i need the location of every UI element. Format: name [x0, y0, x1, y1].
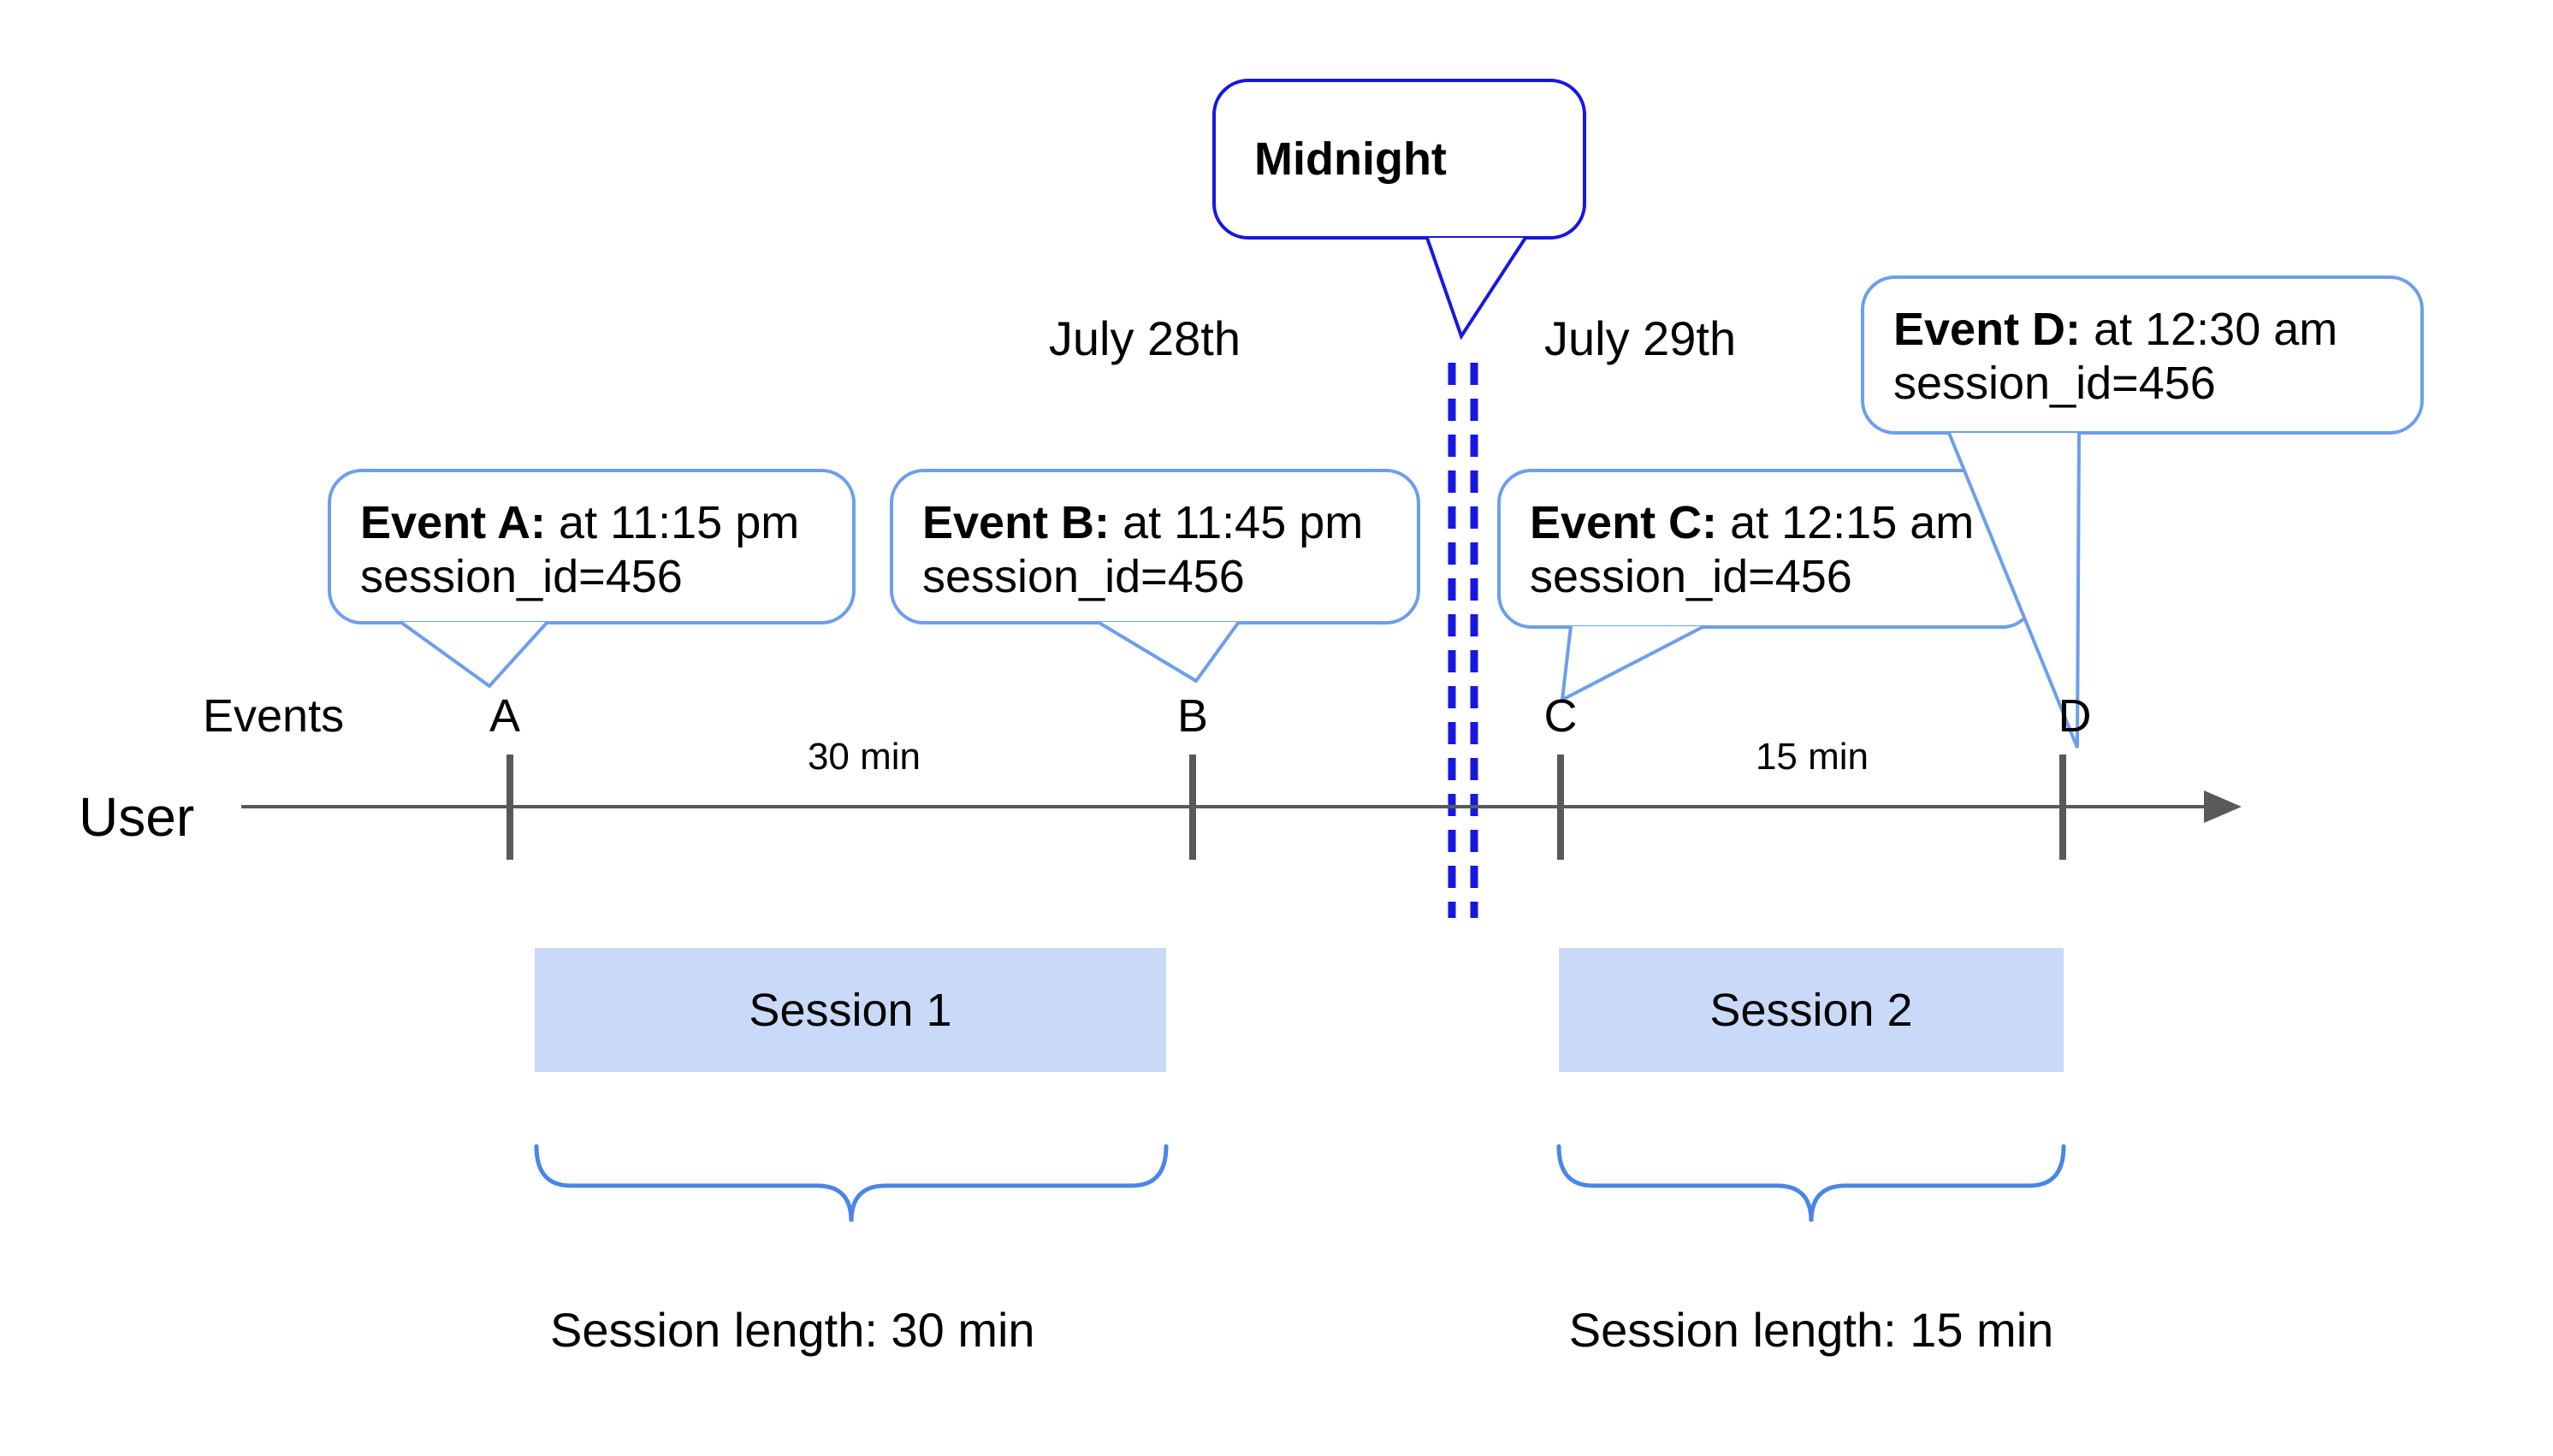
- event-a-session-id: session_id=456: [360, 551, 683, 602]
- event-bubble-b-tail: [1096, 620, 1241, 684]
- session-2-length-label: Session length: 15 min: [1568, 1303, 2054, 1357]
- event-a-time: at 11:15 pm: [559, 497, 800, 548]
- event-d-title: Event D:: [1893, 304, 2082, 355]
- user-axis-label: User: [79, 786, 195, 848]
- event-bubble-b: Event B: at 11:45 pm session_id=456: [890, 469, 1420, 624]
- event-b-title: Event B:: [922, 497, 1111, 548]
- session-2-brace: [1556, 1144, 2066, 1222]
- session-1-length-label: Session length: 30 min: [550, 1303, 1035, 1357]
- event-b-time: at 11:45 pm: [1122, 497, 1364, 548]
- event-bubble-b-text: Event B: at 11:45 pm session_id=456: [893, 472, 1417, 604]
- event-letter-d: D: [2058, 690, 2092, 742]
- event-b-session-id: session_id=456: [922, 551, 1245, 602]
- event-bubble-d: Event D: at 12:30 am session_id=456: [1861, 275, 2424, 435]
- session-2-box: Session 2: [1559, 948, 2064, 1072]
- event-c-time: at 12:15 am: [1730, 497, 1975, 548]
- interval-15min-label: 15 min: [1755, 736, 1869, 778]
- event-bubble-c: Event C: at 12:15 am session_id=456: [1497, 469, 2036, 629]
- event-bubble-a-tail: [399, 620, 549, 689]
- session-2-label: Session 2: [1709, 984, 1913, 1036]
- midnight-label: Midnight: [1254, 133, 1447, 185]
- event-c-session-id: session_id=456: [1530, 551, 1852, 602]
- event-bubble-c-text: Event C: at 12:15 am session_id=456: [1501, 472, 2033, 604]
- event-d-time: at 12:30 am: [2094, 304, 2338, 355]
- date-july-28: July 28th: [1048, 311, 1241, 365]
- event-letter-b: B: [1176, 690, 1209, 742]
- event-bubble-d-text: Event D: at 12:30 am session_id=456: [1864, 279, 2420, 411]
- session-1-box: Session 1: [535, 948, 1166, 1072]
- midnight-callout-tail: [1425, 236, 1527, 340]
- event-bubble-a: Event A: at 11:15 pm session_id=456: [328, 469, 856, 624]
- event-a-title: Event A:: [360, 497, 547, 548]
- event-c-title: Event C:: [1530, 497, 1718, 548]
- event-letter-c: C: [1543, 690, 1578, 742]
- interval-30min-label: 30 min: [807, 736, 921, 778]
- date-july-29: July 29th: [1544, 311, 1737, 365]
- session-1-brace: [534, 1144, 1169, 1222]
- events-axis-label: Events: [203, 690, 345, 742]
- timeline-arrowhead-icon: [2204, 790, 2242, 823]
- event-bubble-a-text: Event A: at 11:15 pm session_id=456: [331, 472, 852, 604]
- session-1-label: Session 1: [749, 984, 952, 1036]
- event-d-session-id: session_id=456: [1893, 358, 2216, 409]
- event-letter-a: A: [489, 690, 521, 742]
- midnight-callout: Midnight: [1212, 79, 1586, 240]
